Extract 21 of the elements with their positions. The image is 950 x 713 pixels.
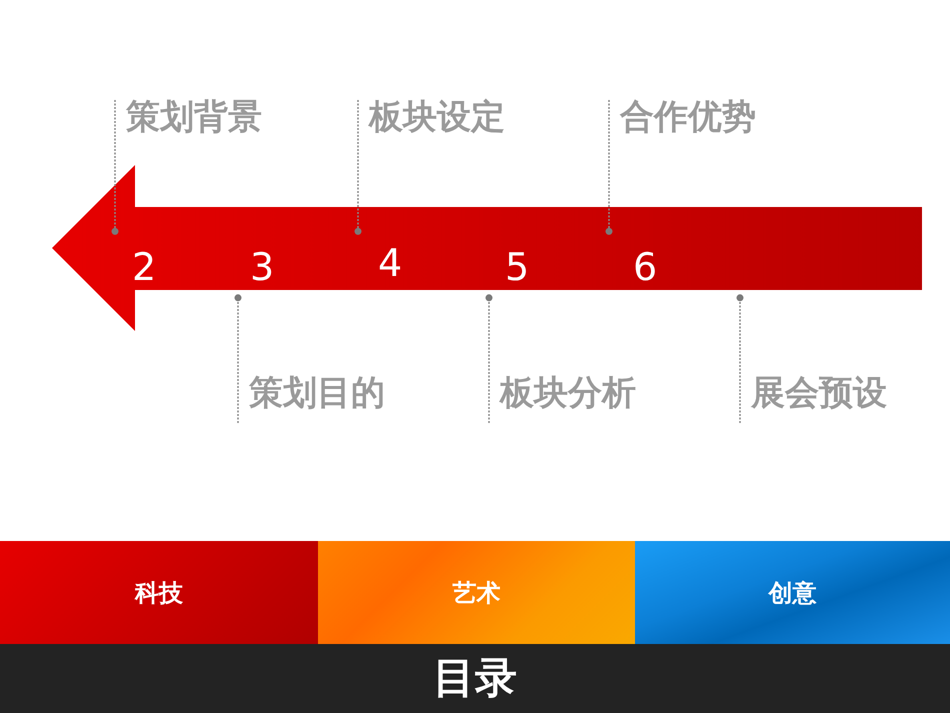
heading-label: 合作优势 bbox=[607, 97, 760, 137]
heading-label: 策划背景 bbox=[113, 97, 266, 137]
category-panel: 创意 bbox=[635, 541, 950, 644]
leader-line bbox=[234, 294, 242, 423]
heading-label: 策划目的 bbox=[236, 373, 389, 413]
step-number: 5 bbox=[505, 245, 530, 289]
heading-label: 展会预设 bbox=[738, 373, 891, 413]
step-number: 3 bbox=[250, 245, 274, 289]
step-number: 2 bbox=[132, 245, 156, 289]
leader-line bbox=[112, 100, 118, 235]
title: 目录 bbox=[432, 652, 518, 704]
category-panel: 科技 bbox=[0, 541, 318, 644]
leader-line bbox=[486, 294, 492, 423]
category-panel: 艺术 bbox=[318, 541, 635, 644]
leader-line bbox=[736, 294, 744, 423]
step-number: 6 bbox=[633, 245, 658, 289]
step-number: 4 bbox=[378, 241, 402, 285]
heading-label: 板块设定 bbox=[356, 97, 509, 137]
leader-line bbox=[354, 100, 362, 235]
leader-line bbox=[606, 100, 612, 235]
heading-label: 板块分析 bbox=[487, 373, 640, 413]
